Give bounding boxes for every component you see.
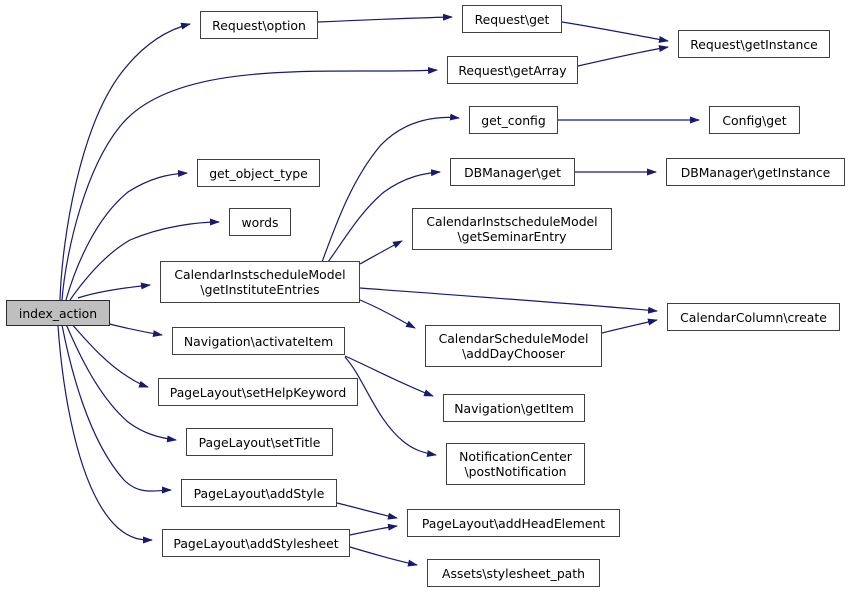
graph-node-label: PageLayout\addStyle	[193, 485, 325, 501]
graph-node-notif-post[interactable]: NotificationCenter \postNotification	[446, 443, 585, 485]
graph-node-dbmanager-getinst[interactable]: DBManager\getInstance	[666, 158, 845, 186]
call-edge	[336, 502, 398, 520]
call-edge	[59, 22, 191, 301]
graph-node-label: NotificationCenter \postNotification	[459, 449, 572, 479]
graph-node-pl-settitle[interactable]: PageLayout\setTitle	[186, 428, 333, 456]
graph-node-assets-stylesheet[interactable]: Assets\stylesheet_path	[427, 559, 600, 587]
graph-node-pl-addhead[interactable]: PageLayout\addHeadElement	[407, 509, 620, 537]
graph-node-label: PageLayout\setHelpKeyword	[169, 384, 347, 400]
graph-node-label: words	[241, 214, 279, 230]
graph-node-get-object-type[interactable]: get_object_type	[197, 159, 320, 187]
graph-node-label: DBManager\get	[464, 164, 561, 180]
graph-node-pl-addstylesheet[interactable]: PageLayout\addStylesheet	[162, 529, 350, 557]
graph-node-pl-helpkeyword[interactable]: PageLayout\setHelpKeyword	[158, 378, 358, 406]
graph-node-index-action[interactable]: index_action	[6, 300, 110, 326]
graph-node-request-getinst[interactable]: Request\getInstance	[678, 30, 830, 58]
call-edge	[359, 299, 416, 329]
graph-node-label: Navigation\getItem	[454, 400, 574, 416]
graph-node-label: get_object_type	[209, 165, 308, 181]
graph-node-get-config[interactable]: get_config	[469, 106, 558, 134]
graph-node-request-option[interactable]: Request\option	[200, 11, 318, 39]
graph-node-label: Assets\stylesheet_path	[442, 565, 585, 581]
graph-node-label: CalendarInstscheduleModel \getSeminarEnt…	[426, 214, 598, 244]
call-edge	[561, 21, 669, 43]
call-edge	[344, 355, 434, 397]
call-edge	[344, 356, 437, 457]
graph-node-label: get_config	[481, 112, 546, 128]
call-edge	[349, 523, 398, 536]
graph-node-nav-activateitem[interactable]: Navigation\activateItem	[172, 327, 345, 355]
graph-node-cism-seminar[interactable]: CalendarInstscheduleModel \getSeminarEnt…	[412, 208, 612, 250]
call-edge	[349, 546, 418, 567]
edge-group	[57, 13, 700, 567]
graph-node-config-get[interactable]: Config\get	[709, 106, 800, 134]
graph-node-label: Request\getInstance	[690, 36, 818, 52]
call-edge	[359, 240, 403, 265]
graph-node-label: DBManager\getInstance	[680, 164, 831, 180]
call-edge	[57, 325, 153, 544]
graph-node-label: CalendarInstscheduleModel \getInstituteE…	[174, 267, 346, 297]
call-edge	[69, 321, 149, 388]
graph-node-calendarcolumn[interactable]: CalendarColumn\create	[667, 303, 840, 331]
graph-node-csm-daychooser[interactable]: CalendarScheduleModel \addDayChooser	[425, 325, 602, 367]
graph-node-label: Navigation\activateItem	[183, 333, 334, 349]
graph-node-request-get[interactable]: Request\get	[462, 5, 562, 33]
graph-node-words[interactable]: words	[229, 208, 291, 236]
call-edge	[61, 324, 172, 494]
graph-node-label: Request\get	[474, 11, 550, 27]
graph-node-label: Config\get	[722, 112, 787, 128]
graph-node-label: CalendarColumn\create	[680, 309, 827, 325]
graph-node-label: PageLayout\addHeadElement	[421, 515, 606, 531]
graph-node-label: CalendarScheduleModel \addDayChooser	[438, 331, 589, 361]
graph-node-label: PageLayout\addStylesheet	[173, 535, 339, 551]
graph-node-dbmanager-get[interactable]: DBManager\get	[450, 158, 575, 186]
graph-node-label: Request\option	[212, 17, 306, 33]
call-edge	[77, 282, 151, 299]
graph-node-nav-getitem[interactable]: Navigation\getItem	[443, 394, 585, 422]
graph-node-request-getarray[interactable]: Request\getArray	[447, 56, 578, 84]
graph-node-label: Request\getArray	[458, 62, 567, 78]
graph-node-pl-addstyle[interactable]: PageLayout\addStyle	[181, 479, 337, 507]
call-edge	[359, 287, 658, 314]
graph-node-cism-institute[interactable]: CalendarInstscheduleModel \getInstituteE…	[160, 261, 360, 303]
graph-node-label: PageLayout\setTitle	[198, 434, 321, 450]
call-edge	[317, 13, 453, 23]
call-edge	[577, 45, 669, 67]
call-edge	[601, 318, 658, 334]
graph-node-label: index_action	[18, 305, 98, 321]
